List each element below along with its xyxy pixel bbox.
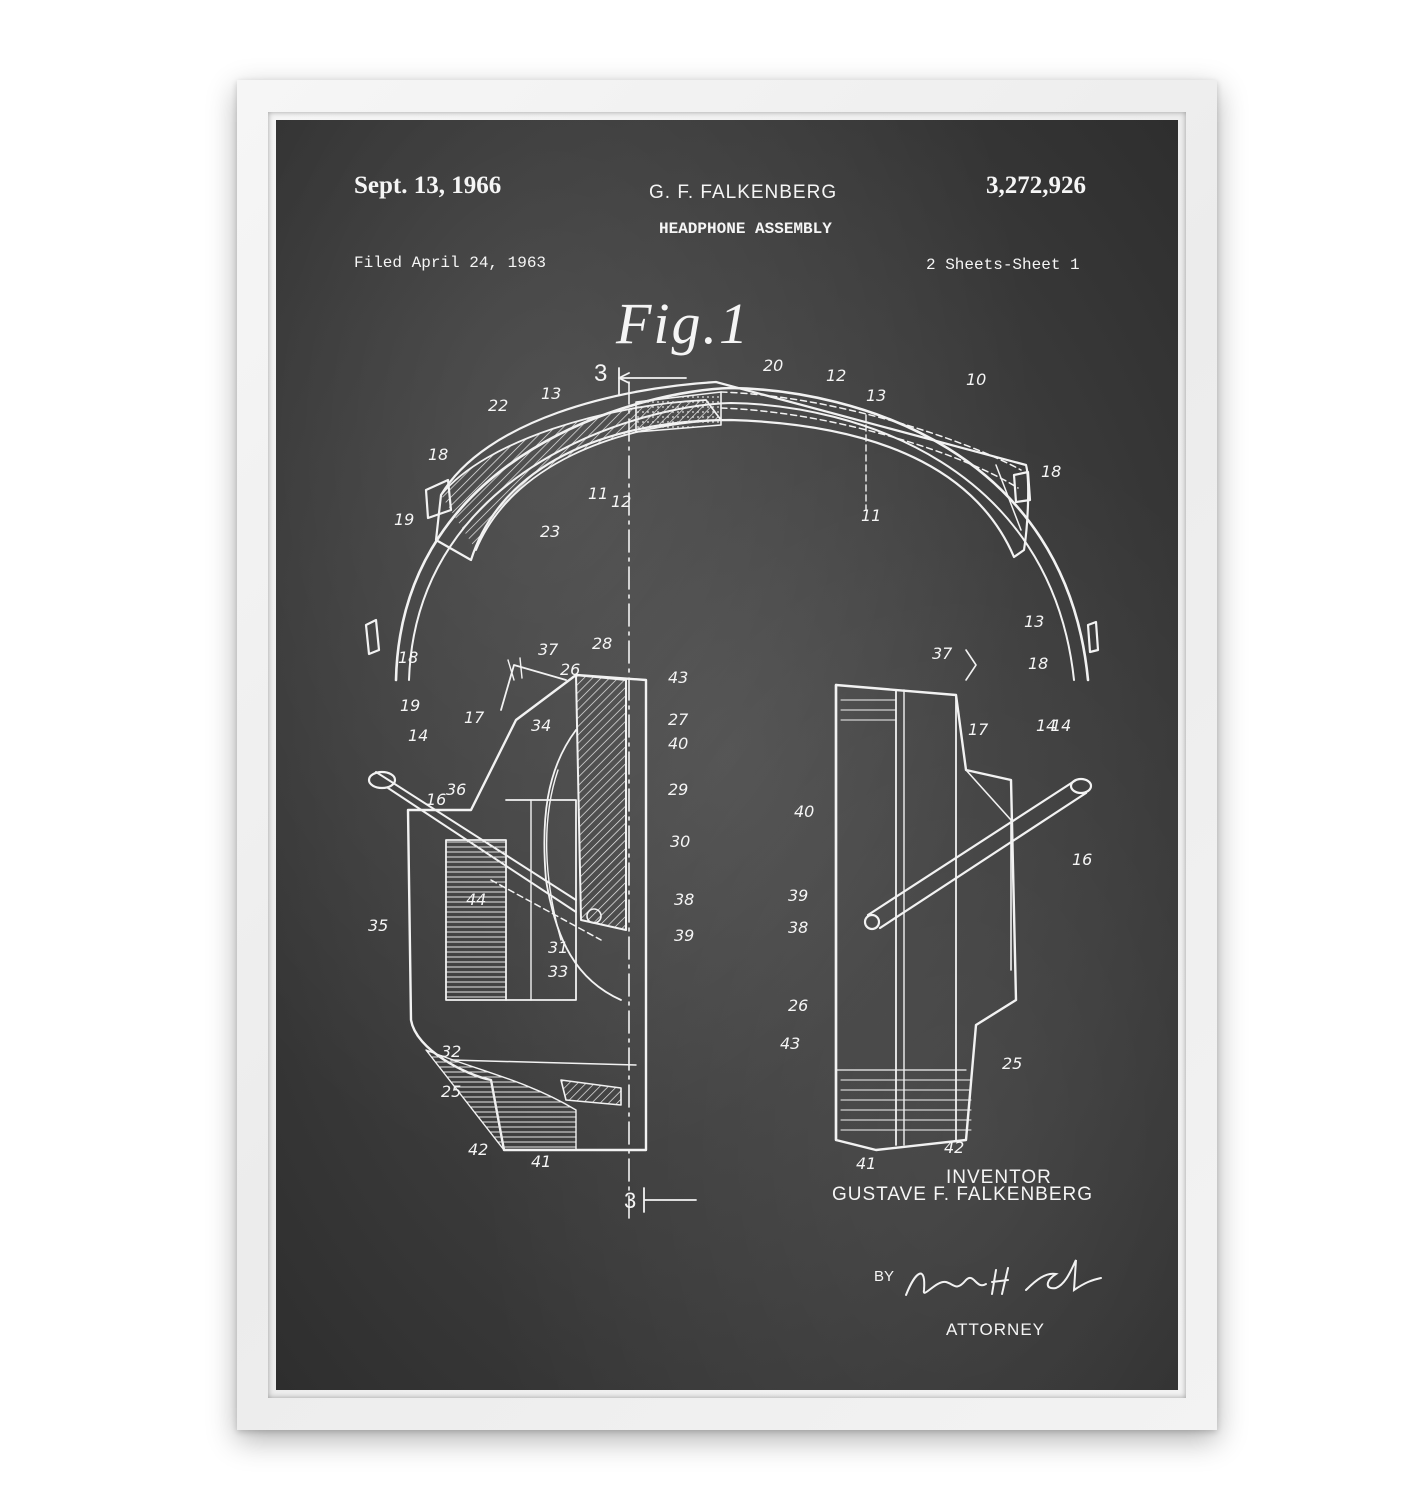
callout: 17 xyxy=(464,708,485,727)
callout: 36 xyxy=(446,780,467,799)
patent-date: Sept. 13, 1966 xyxy=(354,172,502,199)
figure-label: Fig.1 xyxy=(616,291,751,356)
signature xyxy=(905,1259,1102,1296)
callout: 13 xyxy=(866,386,887,405)
callout: 28 xyxy=(592,634,613,653)
callout: 13 xyxy=(541,384,562,403)
callout: 12 xyxy=(826,366,847,385)
headband-outer xyxy=(394,386,1090,682)
callout: 41 xyxy=(856,1154,877,1173)
callout: 30 xyxy=(670,832,691,851)
callout: 31 xyxy=(548,938,569,957)
callout: 26 xyxy=(560,660,581,679)
callout: 18 xyxy=(1041,462,1062,481)
callout: 39 xyxy=(788,886,809,905)
callout: 44 xyxy=(466,890,487,909)
callout: 32 xyxy=(441,1042,462,1061)
section-mark-bottom: 3 xyxy=(624,1188,637,1213)
callout: 10 xyxy=(966,370,987,389)
callout: 22 xyxy=(488,396,509,415)
attorney-label: ATTORNEY xyxy=(946,1320,1045,1339)
callout: 42 xyxy=(944,1138,965,1157)
callout: 38 xyxy=(788,918,809,937)
callout: 16 xyxy=(1072,850,1093,869)
callout: 38 xyxy=(674,890,695,909)
callout: 17 xyxy=(968,720,989,739)
callout: 19 xyxy=(400,696,421,715)
callout: 14 xyxy=(408,726,429,745)
callout: 16 xyxy=(426,790,447,809)
callout: 27 xyxy=(668,710,689,729)
sheets-info: 2 Sheets-Sheet 1 xyxy=(926,256,1080,274)
callout: 19 xyxy=(394,510,415,529)
callout: 14 xyxy=(1051,716,1072,735)
inventor-label: INVENTOR xyxy=(946,1167,1052,1188)
callout: 14 xyxy=(1036,716,1057,735)
callout: 40 xyxy=(668,734,689,753)
chalkboard-poster: Sept. 13, 1966 G. F. FALKENBERG 3,272,92… xyxy=(276,120,1178,1390)
patent-title: HEADPHONE ASSEMBLY xyxy=(659,220,832,238)
filed-date: Filed April 24, 1963 xyxy=(354,254,547,272)
callout: 23 xyxy=(540,522,561,541)
headphone-drawing xyxy=(364,367,1100,1221)
callout: 39 xyxy=(674,926,695,945)
inventor-short-name: G. F. FALKENBERG xyxy=(649,182,838,203)
callout: 40 xyxy=(794,802,815,821)
callout: 25 xyxy=(1002,1054,1023,1073)
inventor-name: GUSTAVE F. FALKENBERG xyxy=(832,1184,1094,1205)
callout: 33 xyxy=(548,962,569,981)
callout: 34 xyxy=(531,716,552,735)
callout: 26 xyxy=(788,996,809,1015)
right-earcup xyxy=(834,683,1018,1152)
callout: 37 xyxy=(538,640,559,659)
callout: 18 xyxy=(1028,654,1049,673)
callout: 25 xyxy=(441,1082,462,1101)
callout: 11 xyxy=(861,506,882,525)
callout: 35 xyxy=(368,916,389,935)
patent-number: 3,272,926 xyxy=(986,172,1086,199)
by-label: BY xyxy=(874,1268,895,1285)
section-mark-top: 3 xyxy=(594,360,608,387)
callout: 11 xyxy=(588,484,609,503)
callout: 43 xyxy=(668,668,689,687)
callout: 18 xyxy=(428,445,449,464)
callout: 12 xyxy=(611,492,632,511)
callout: 42 xyxy=(468,1140,489,1159)
callout: 43 xyxy=(780,1034,801,1053)
callout: 20 xyxy=(763,356,784,375)
callout: 13 xyxy=(1024,612,1045,631)
callout: 29 xyxy=(668,780,689,799)
callout: 18 xyxy=(398,648,419,667)
callout: 41 xyxy=(531,1152,552,1171)
callout: 37 xyxy=(932,644,953,663)
